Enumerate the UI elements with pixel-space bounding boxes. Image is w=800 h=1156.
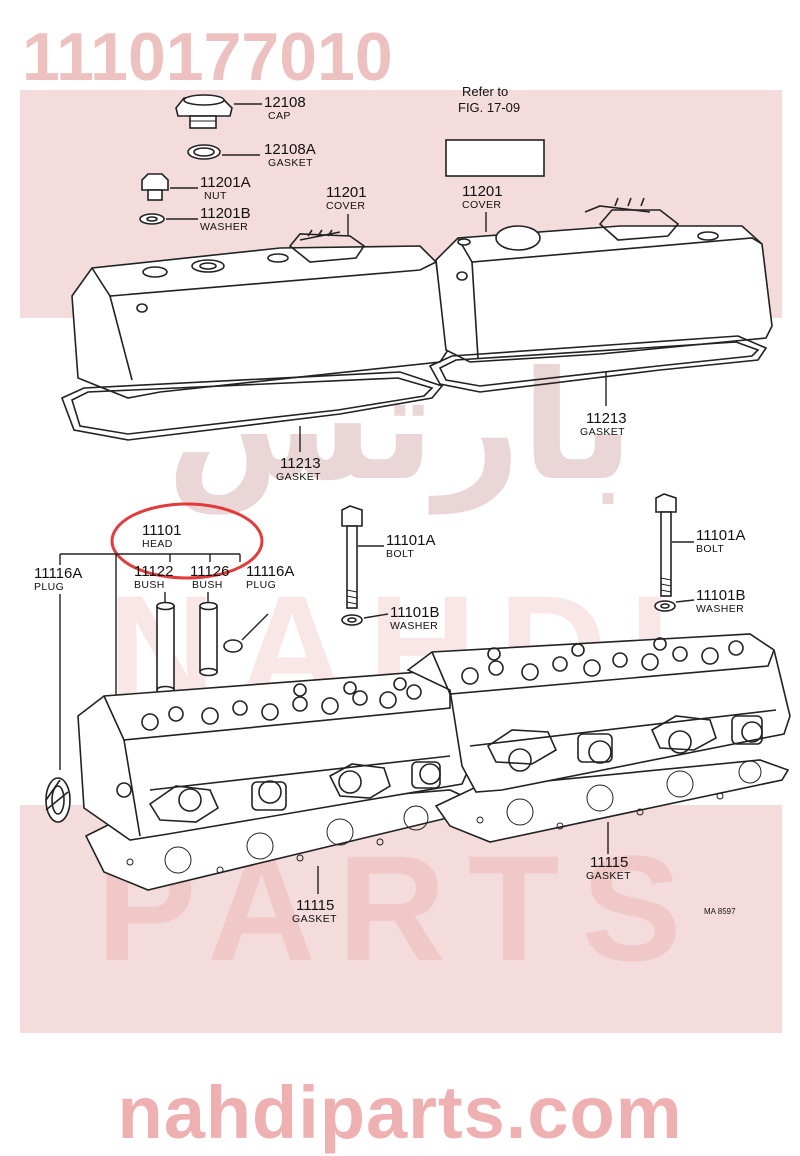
label-nut-washer-num: 11201B <box>200 205 251 222</box>
header-part-number: 1110177010 <box>22 19 393 95</box>
cover-washer[interactable] <box>139 213 165 225</box>
reference-line1: Refer to <box>462 84 508 99</box>
cover-nut[interactable] <box>141 173 169 201</box>
head-highlight-circle <box>110 502 264 580</box>
label-cover-gasket-right-name: GASKET <box>580 426 625 438</box>
head-washer-2[interactable] <box>654 600 676 612</box>
bush-2[interactable] <box>199 601 218 677</box>
label-head-num: 11101 <box>142 522 182 539</box>
reference-box <box>445 139 545 177</box>
label-nut-name: NUT <box>204 190 227 202</box>
reference-line2: FIG. 17-09 <box>458 100 520 115</box>
label-bolt-1-num: 11101A <box>386 532 436 549</box>
label-bolt-1-name: BOLT <box>386 548 414 560</box>
label-cap-gasket-num: 12108A <box>264 141 316 158</box>
label-head-gasket-left-name: GASKET <box>292 913 337 925</box>
label-head-gasket-left-num: 11115 <box>296 897 334 914</box>
label-cover-left-num: 11201 <box>326 184 367 201</box>
label-bush-2-name: BUSH <box>192 579 223 591</box>
head-washer-1[interactable] <box>341 614 363 626</box>
label-bolt-2-num: 11101A <box>696 527 746 544</box>
label-plug-left-name: PLUG <box>34 581 64 593</box>
label-cover-gasket-right-num: 11213 <box>586 410 627 427</box>
valve-springs-left <box>141 677 422 731</box>
label-head-gasket-right-name: GASKET <box>586 870 631 882</box>
label-head-gasket-right-num: 11115 <box>590 854 628 871</box>
label-cap-num: 12108 <box>264 94 306 111</box>
plug-right[interactable] <box>223 639 243 653</box>
head-bolt-1[interactable] <box>341 505 363 609</box>
label-plug-right-num: 11116A <box>246 563 294 580</box>
oil-cap[interactable] <box>175 94 233 129</box>
cover-gasket-left[interactable] <box>60 371 444 441</box>
cylinder-head-right[interactable] <box>406 633 791 793</box>
label-washer-2-name: WASHER <box>696 603 744 615</box>
watermark: بارتس NAHDI PARTS <box>20 90 782 1033</box>
label-bolt-2-name: BOLT <box>696 543 724 555</box>
label-washer-1-name: WASHER <box>390 620 438 632</box>
cover-gasket-right[interactable] <box>428 335 768 393</box>
label-nut-washer-name: WASHER <box>200 221 248 233</box>
label-washer-2-num: 11101B <box>696 587 746 604</box>
valve-springs-right <box>461 637 744 685</box>
label-bush-1-num: 11122 <box>134 563 174 580</box>
label-cover-gasket-left-name: GASKET <box>276 471 321 483</box>
label-bush-1-name: BUSH <box>134 579 165 591</box>
label-bush-2-num: 11126 <box>190 563 230 580</box>
label-cap-name: CAP <box>268 110 291 122</box>
drawing-code: MA 8597 <box>704 907 736 916</box>
label-cap-gasket-name: GASKET <box>268 157 313 169</box>
label-cover-right-name: COVER <box>462 199 501 211</box>
cylinder-head-left[interactable] <box>77 671 471 841</box>
valve-cover-right[interactable] <box>435 197 773 363</box>
plug-left[interactable] <box>45 777 71 823</box>
label-nut-num: 11201A <box>200 174 251 191</box>
label-plug-left-num: 11116A <box>34 565 82 582</box>
label-cover-gasket-left-num: 11213 <box>280 455 321 472</box>
head-bolt-2[interactable] <box>655 493 677 597</box>
cap-gasket[interactable] <box>187 144 221 160</box>
label-cover-right-num: 11201 <box>462 183 503 200</box>
label-washer-1-num: 11101B <box>390 604 440 621</box>
bush-1[interactable] <box>156 601 175 695</box>
label-cover-left-name: COVER <box>326 200 365 212</box>
label-head-name: HEAD <box>142 538 173 550</box>
label-plug-right-name: PLUG <box>246 579 276 591</box>
footer-site: nahdiparts.com <box>118 1071 683 1154</box>
